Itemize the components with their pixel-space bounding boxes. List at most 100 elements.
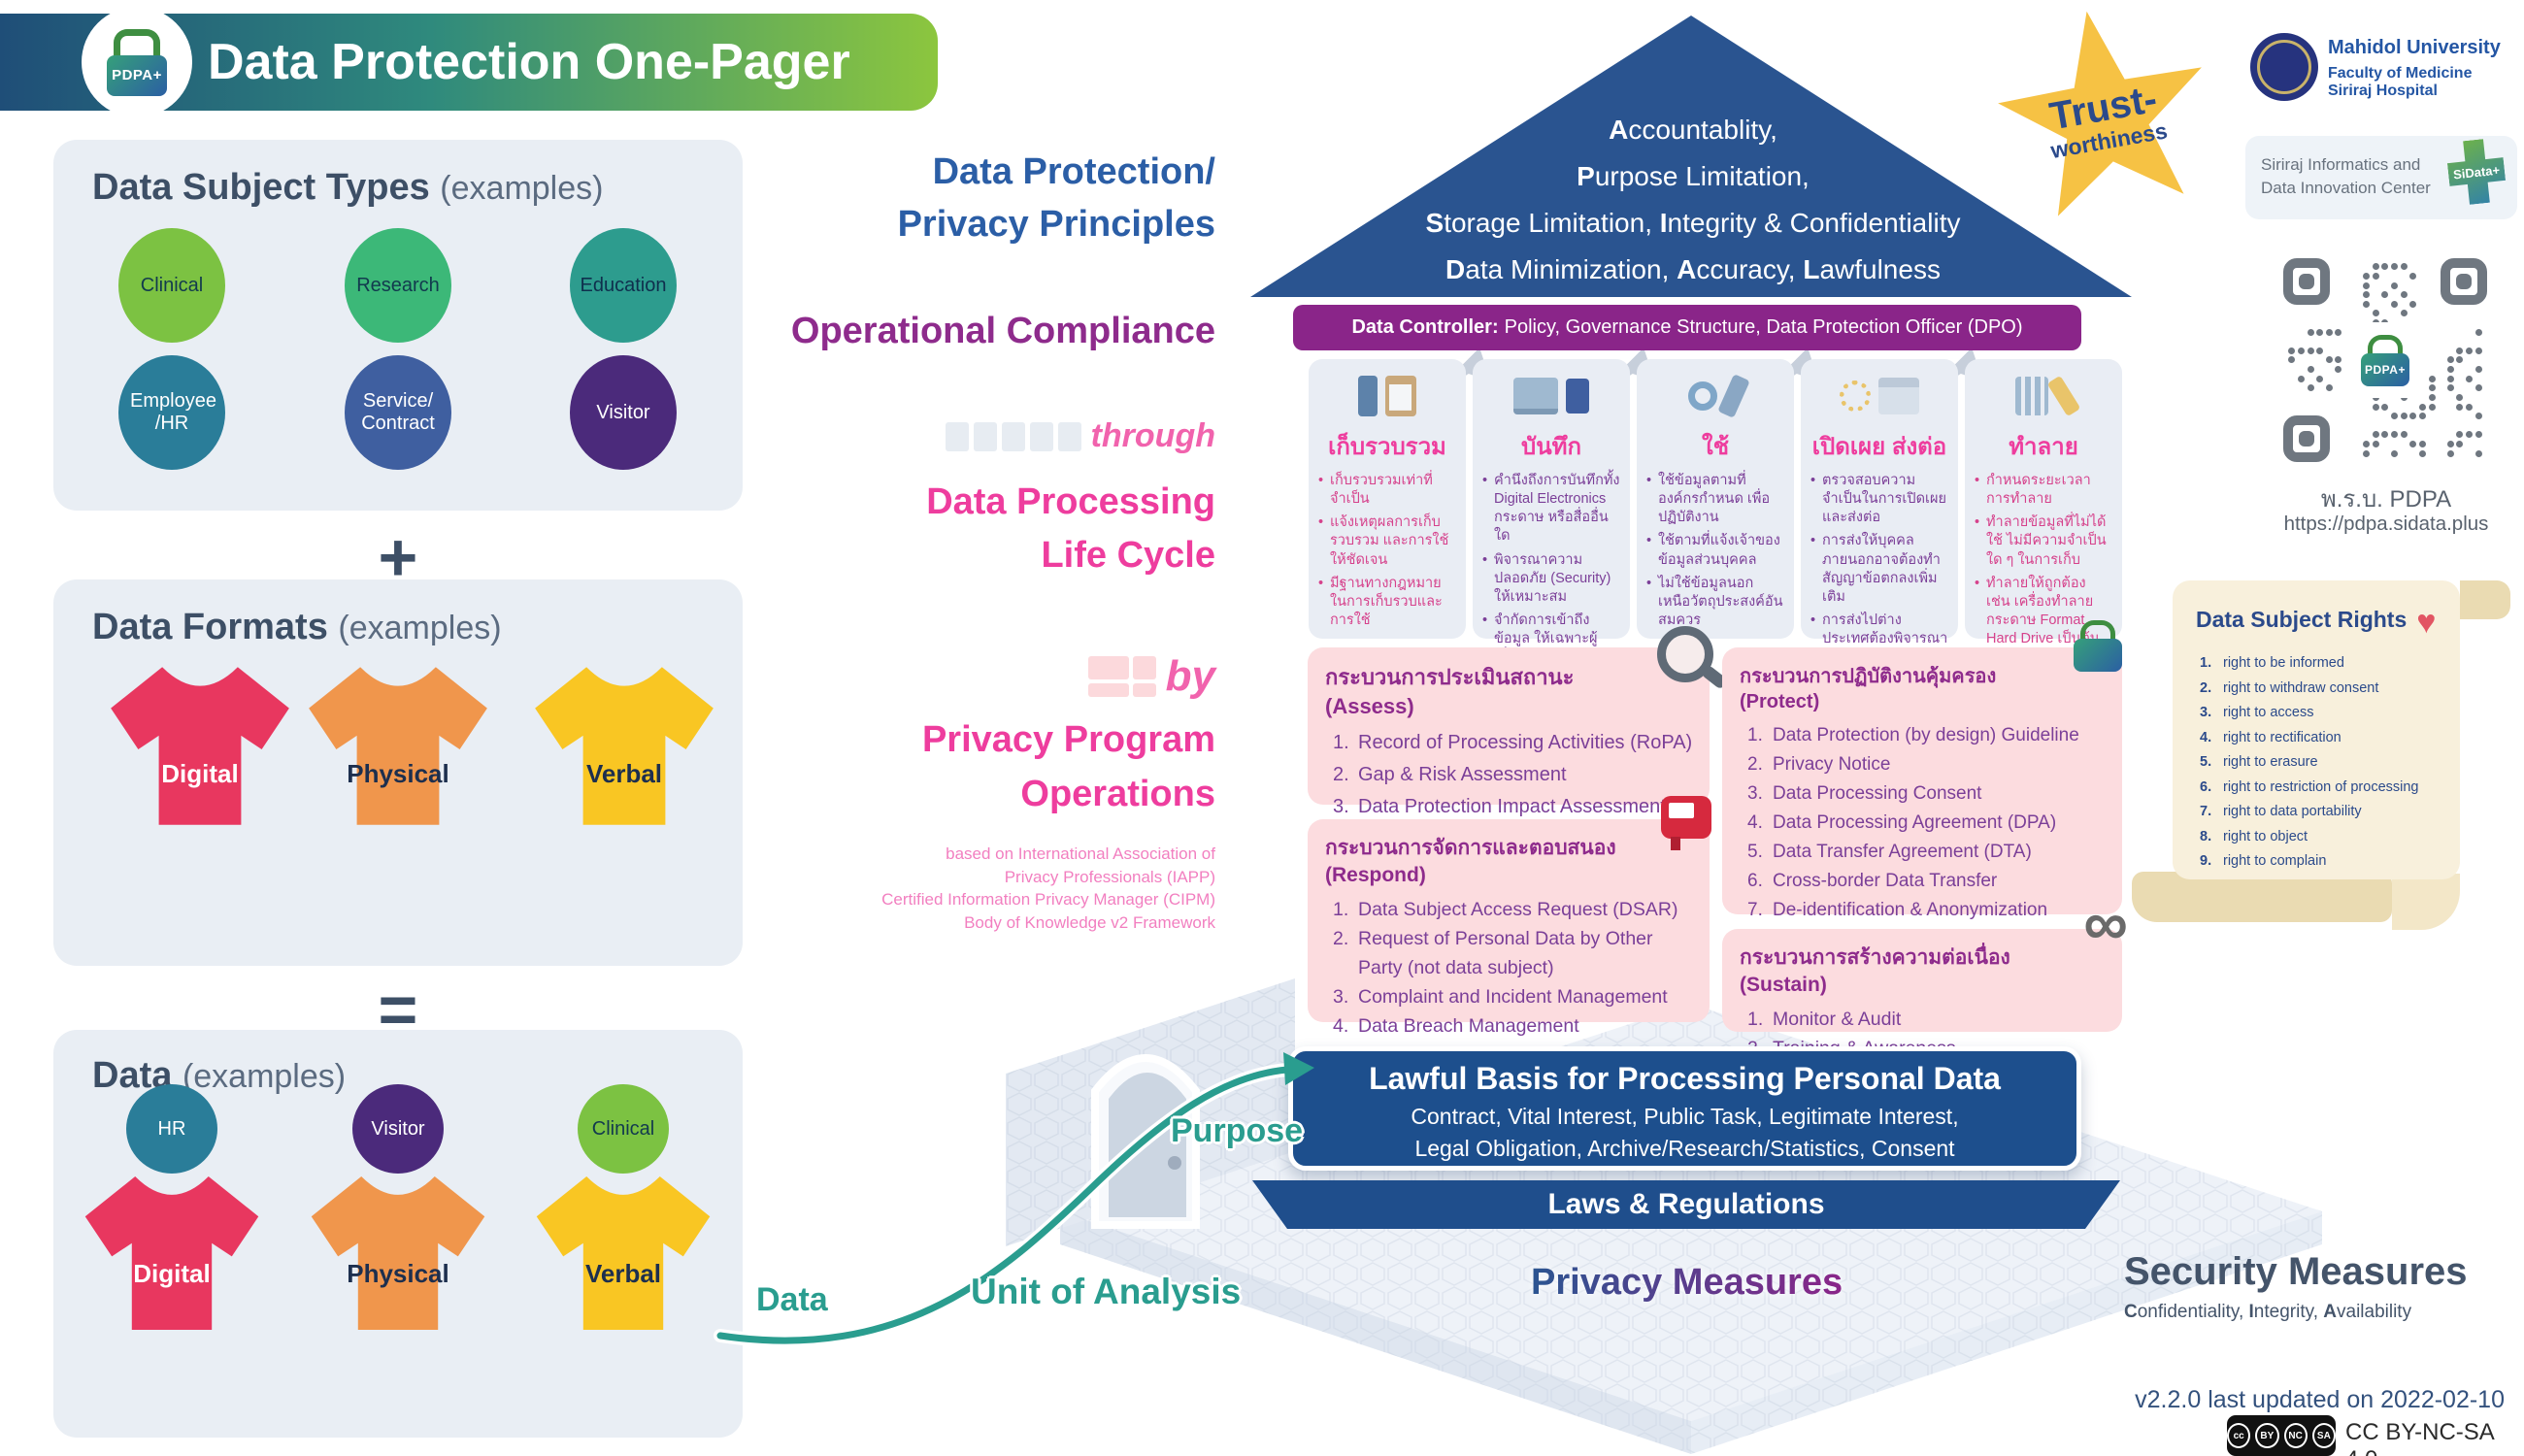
hospital-name: Siriraj Hospital [2328,83,2438,99]
lifecycle-header: บันทึก [1521,434,1581,460]
faculty-name: Faculty of Medicine [2328,65,2473,82]
data-label: Data [756,1281,828,1318]
security-measures-title: Security Measures [2124,1250,2468,1293]
lifecycle-column-record: บันทึก คำนึงถึงการบันทึกทั้ง Digital Ele… [1473,359,1630,665]
digital-shirt-icon [111,667,289,825]
unit-of-analysis-label: Unit of Analysis [971,1272,1242,1311]
center-name: Data Innovation Center [2261,179,2431,197]
assess-item: Gap & Risk Assessment [1333,759,1567,791]
by-label: by [1165,652,1215,700]
right-item: right to access [2200,701,2314,725]
data-head-hr: HR [126,1084,217,1174]
data-shirt-physical [311,1176,485,1330]
lifecycle-bullet: คำนึงถึงการบันทึกทั้ง Digital Electronic… [1482,472,1620,546]
right-item: right to withdraw consent [2200,677,2379,701]
protect-item: Privacy Notice [1747,750,1891,779]
qr-code: PDPA+ [2279,254,2491,466]
through-row: through [945,417,1215,455]
record-icon [1482,369,1620,423]
format-label-physical: Physical [347,759,449,788]
collect-icon [1318,369,1456,423]
subject-types-title: Data Subject Types (examples) [92,167,604,208]
lifecycle-bullet: ใช้ตามที่แจ้งเจ้าของข้อมูลส่วนบุคคล [1646,532,1784,569]
protect-item: Cross-border Data Transfer [1747,867,1998,896]
rights-list: right to be informed right to withdraw c… [2196,651,2441,875]
subject-type-service-contract: Service/ Contract [345,355,451,470]
protect-item: Data Processing Consent [1747,779,1982,809]
qr-caption: พ.ร.บ. PDPA [2320,486,2452,513]
respond-box: กระบวนการจัดการและตอบสนอง (Respond) Data… [1308,796,1711,1041]
security-measures-block: Security Measures Confidentiality, Integ… [2124,1250,2522,1323]
lawful-basis-title: Lawful Basis for Processing Personal Dat… [1369,1061,2001,1096]
lifecycle-header: ใช้ [1701,434,1729,460]
process-placeholder-squares [1087,656,1156,697]
assess-box: กระบวนการประเมินสถานะ (Assess) Record of… [1308,626,1713,849]
protect-item: Data Transfer Agreement (DTA) [1747,838,2032,867]
respond-item: Complaint and Incident Management [1333,982,1668,1011]
data-shirt-label: Verbal [584,1259,662,1288]
lifecycle-header: ทำลาย [2009,434,2078,460]
lifecycle-header: เปิดเผย ส่งต่อ [1811,434,1947,460]
protect-box: กระบวนการปฏิบัติงานคุ้มครอง (Protect) Da… [1722,620,2122,925]
privacy-principles-list: Accountablity, Purpose Limitation, Stora… [1425,115,1961,284]
lifecycle-column-disclose: เปิดเผย ส่งต่อ ตรวจสอบความจำเป็นในการเปิ… [1801,359,1958,665]
lifecycle-header: เก็บรวบรวม [1328,434,1446,460]
pdpa-url[interactable]: https://pdpa.sidata.plus [2283,513,2489,535]
respond-item: Request of Personal Data by Other Party … [1333,924,1653,978]
data-formats-title: Data Formats (examples) [92,607,502,647]
protect-item: Data Protection (by design) Guideline [1747,721,2079,750]
by-row: by [1087,652,1215,701]
pdpa-lock-icon: PDPA+ [107,28,167,96]
security-measures-sub: Confidentiality, Integrity, Availability [2124,1302,2412,1322]
subject-type-employee-hr: Employee /HR [118,355,225,470]
lifecycle-bullet: ทำลายข้อมูลที่ไม่ได้ใช้ ไม่มีความจำเป็นใ… [1975,513,2112,569]
lawful-basis-box: Lawful Basis for Processing Personal Dat… [1288,1046,2081,1171]
lifecycle-bullet: ไม่ใช้ข้อมูลนอกเหนือวัตถุประสงค์อันสมควร [1646,575,1784,630]
principles-heading: Data Protection/Privacy Principles [897,151,1215,245]
sustain-item: Monitor & Audit [1747,1005,1902,1034]
lawful-basis-items: Contract, Vital Interest, Public Task, L… [1411,1104,1959,1161]
lifecycle-bullet: การส่งให้บุคคลภายนอกอาจต้องทำสัญญาข้อตกล… [1810,532,1948,607]
subject-type-visitor: Visitor [570,355,677,470]
mailbox-icon [1661,796,1711,850]
format-label-verbal: Verbal [585,759,663,788]
lifecycle-column-destroy: ทำลาย กำหนดระยะเวลาการทำลาย ทำลายข้อมูลท… [1965,359,2122,646]
pdpa-logo-text: PDPA+ [107,54,167,96]
data-shirt-label: Digital [133,1259,211,1288]
protect-title: กระบวนการปฏิบัติงานคุ้มครอง (Protect) [1740,666,1997,712]
pdpa-logo-circle: PDPA+ [82,7,192,117]
physical-shirt-icon [309,667,487,825]
data-shirt-label: Physical [347,1259,449,1288]
rights-title: Data Subject Rights [2196,607,2408,632]
respond-item: Data Breach Management [1333,1011,1579,1041]
data-head-visitor: Visitor [352,1084,444,1174]
right-item: right to object [2200,825,2308,849]
data-shirt-verbal [536,1176,711,1330]
right-item: right to data portability [2200,800,2362,824]
protect-item: Data Processing Agreement (DPA) [1747,809,2057,838]
lifecycle-bullet: ใช้ข้อมูลตามที่องค์กรกำหนด เพื่อปฏิบัติง… [1646,472,1784,527]
university-name: Mahidol University [2328,37,2501,58]
lifecycle-bullet: แจ้งเหตุผลการเก็บรวบรวม และการใช้ให้ชัดเ… [1318,513,1456,569]
lifecycle-bullet: มีฐานทางกฎหมายในการเก็บรวบและการใช้ [1318,575,1456,630]
respond-item: Data Subject Access Request (DSAR) [1333,895,1678,924]
right-item: right to be informed [2200,651,2344,676]
lifecycle-bullet: ตรวจสอบความจำเป็นในการเปิดเผยและส่งต่อ [1810,472,1948,527]
subject-type-clinical: Clinical [118,228,225,343]
subject-type-education: Education [570,228,677,343]
right-item: right to complain [2200,849,2327,874]
operational-compliance-heading: Operational Compliance [790,311,1215,351]
scroll-curl-bottom [2132,872,2392,922]
heart-icon: ♥ [2416,604,2437,641]
mahidol-block: Mahidol University Faculty of Medicine S… [2328,37,2501,100]
laws-regulations-band: Laws & Regulations [1252,1180,2120,1229]
scroll-curl-tail [2392,874,2460,930]
lifecycle-column-collect: เก็บรวบรวม เก็บรวบรวมเท่าที่จำเป็น แจ้งเ… [1309,359,1466,639]
data-examples-title: Data (examples) [92,1055,347,1096]
magnifier-icon [1657,626,1713,682]
padlock-icon [2074,620,2122,672]
